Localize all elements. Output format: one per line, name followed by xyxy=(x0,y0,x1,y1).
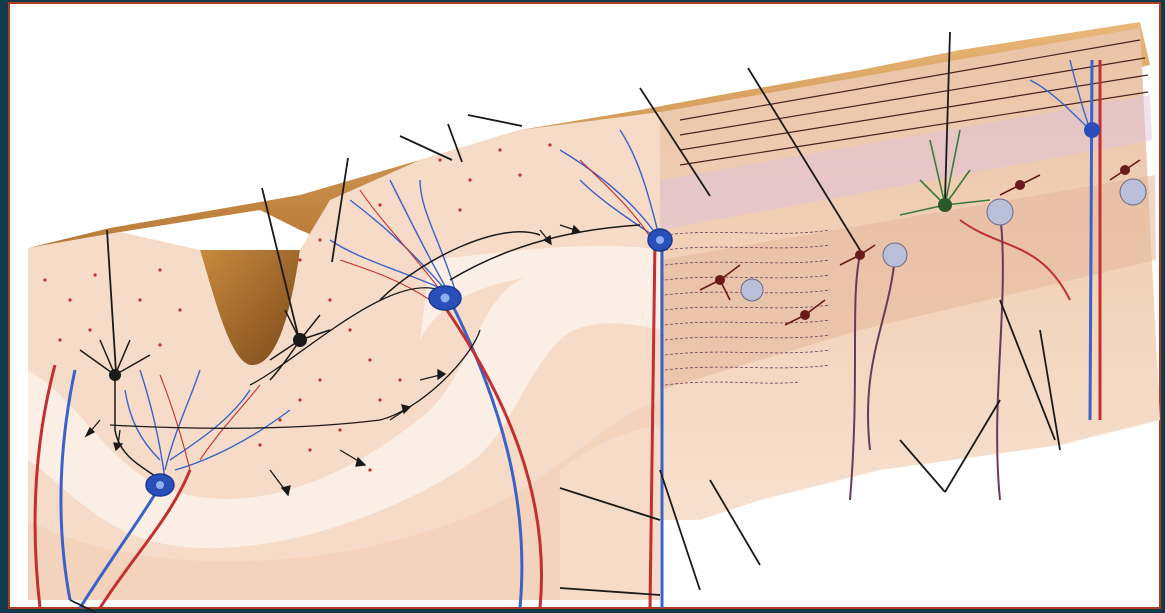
cerebellum-illustration xyxy=(0,0,1165,613)
figure-frame xyxy=(0,0,1165,613)
